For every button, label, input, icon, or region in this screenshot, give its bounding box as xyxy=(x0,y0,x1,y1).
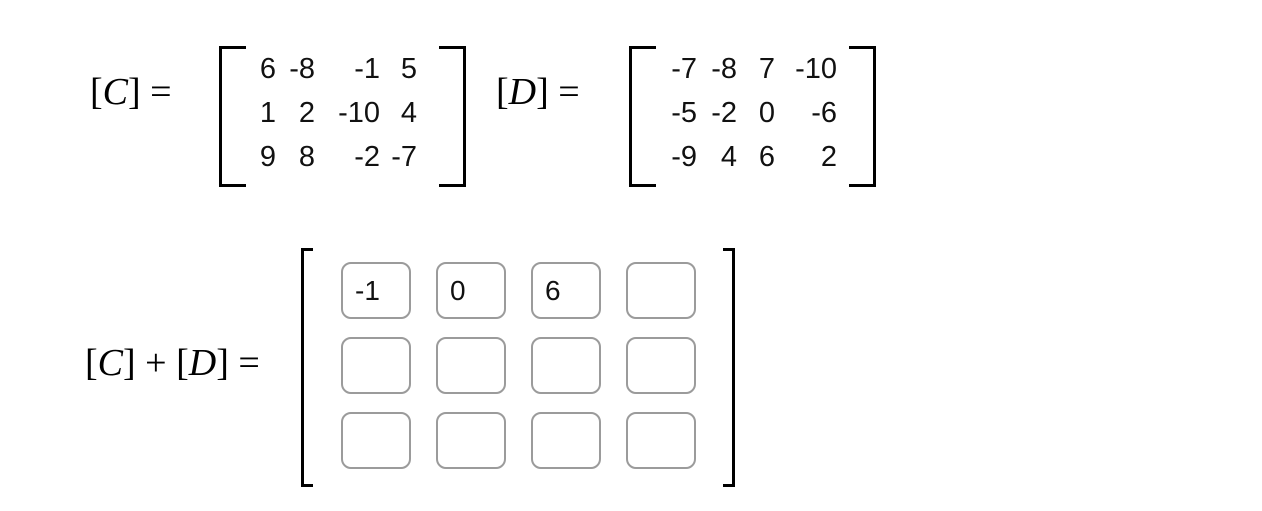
matrix-cell: -7 xyxy=(391,141,417,173)
matrix-cell: -9 xyxy=(671,141,697,173)
matrix-d-right-bracket xyxy=(849,46,876,187)
matrix-cell: 8 xyxy=(298,141,315,173)
matrix-cell: 1 xyxy=(259,97,276,129)
matrix-c-left-bracket xyxy=(219,46,246,187)
matrix-cell: -5 xyxy=(671,97,697,129)
bracket-close-equals-glyph: ] = xyxy=(536,71,580,113)
matrix-cell: -8 xyxy=(289,53,315,85)
matrix-cell: -7 xyxy=(671,53,697,85)
bracket-open-glyph: [ xyxy=(85,342,98,384)
matrix-cell: -10 xyxy=(795,53,837,85)
matrix-d-left-bracket xyxy=(629,46,656,187)
sum-entry-input-r2c3[interactable] xyxy=(626,412,696,469)
matrix-cell: -2 xyxy=(711,97,737,129)
sum-entry-input-r2c0[interactable] xyxy=(341,412,411,469)
sum-entry-input-r1c1[interactable] xyxy=(436,337,506,394)
answer-right-bracket xyxy=(723,248,735,487)
matrix-cell: -10 xyxy=(338,97,380,129)
matrix-cell: -1 xyxy=(354,53,380,85)
matrix-cell: 2 xyxy=(820,141,837,173)
matrix-cell: 4 xyxy=(400,97,417,129)
answer-left-bracket xyxy=(301,248,313,487)
matrix-cell: -8 xyxy=(711,53,737,85)
matrix-cell: -6 xyxy=(811,97,837,129)
matrix-cell: 5 xyxy=(400,53,417,85)
matrix-c-cells: 6 -8 -1 5 1 2 -10 4 9 8 -2 -7 xyxy=(219,47,417,179)
sum-entry-input-r1c2[interactable] xyxy=(531,337,601,394)
sum-entry-input-r2c2[interactable] xyxy=(531,412,601,469)
matrix-cell: 6 xyxy=(259,53,276,85)
matrix-cell: 7 xyxy=(758,53,775,85)
sum-entry-input-r0c0[interactable] xyxy=(341,262,411,319)
matrix-d-label: [D] = xyxy=(496,69,580,115)
matrix-d-cells: -7 -8 7 -10 -5 -2 0 -6 -9 4 6 2 xyxy=(629,47,837,179)
sum-entry-input-r0c1[interactable] xyxy=(436,262,506,319)
matrix-c-label: [C] = xyxy=(90,69,172,115)
bracket-close-equals-glyph: ] = xyxy=(216,342,260,384)
matrix-cell: 9 xyxy=(259,141,276,173)
bracket-open-glyph: [ xyxy=(90,71,103,113)
matrix-c: 6 -8 -1 5 1 2 -10 4 9 8 -2 -7 xyxy=(219,46,466,187)
sum-variable-d: D xyxy=(188,342,217,384)
plus-glyph: ] + [ xyxy=(123,342,189,384)
matrix-d: -7 -8 7 -10 -5 -2 0 -6 -9 4 6 2 xyxy=(629,46,876,187)
sum-entry-input-r1c0[interactable] xyxy=(341,337,411,394)
bracket-close-equals-glyph: ] = xyxy=(128,71,172,113)
sum-answer-matrix xyxy=(301,248,735,487)
sum-entry-input-r2c1[interactable] xyxy=(436,412,506,469)
matrix-d-variable: D xyxy=(508,71,537,113)
matrix-cell: 0 xyxy=(758,97,775,129)
matrix-c-right-bracket xyxy=(439,46,466,187)
sum-variable-c: C xyxy=(97,342,124,384)
sum-entry-input-r0c2[interactable] xyxy=(531,262,601,319)
matrix-cell: 2 xyxy=(298,97,315,129)
matrix-cell: -2 xyxy=(354,141,380,173)
sum-label: [C] + [D] = xyxy=(85,340,260,386)
sum-entry-input-r1c3[interactable] xyxy=(626,337,696,394)
matrix-c-variable: C xyxy=(102,71,129,113)
matrix-cell: 4 xyxy=(720,141,737,173)
bracket-open-glyph: [ xyxy=(496,71,509,113)
sum-entry-input-r0c3[interactable] xyxy=(626,262,696,319)
matrix-cell: 6 xyxy=(758,141,775,173)
answer-grid xyxy=(341,262,696,469)
